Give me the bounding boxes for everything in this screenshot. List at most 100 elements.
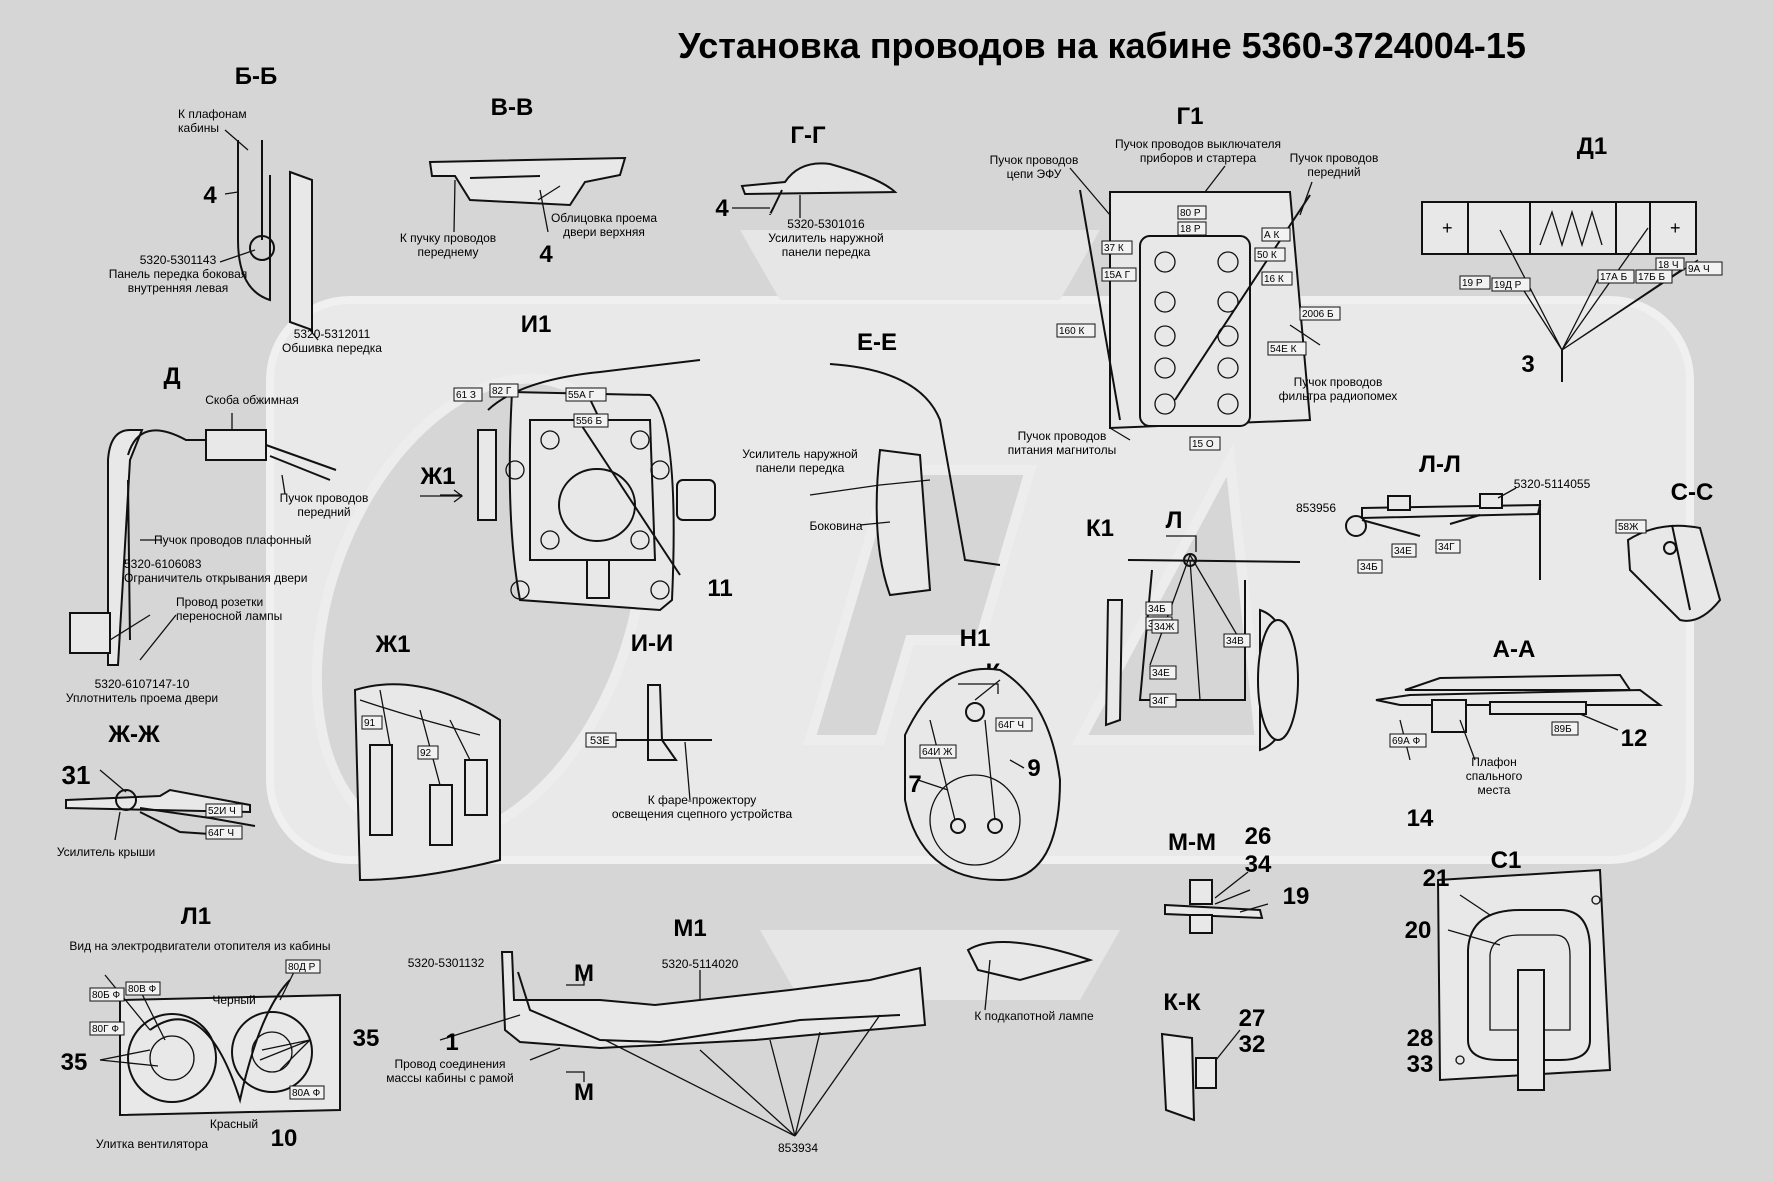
section-m1: М1: [673, 915, 706, 942]
n1-tags: 64Г Ч 64И Ж: [919, 717, 1033, 759]
tag-ii-53e: 53Е: [590, 735, 610, 747]
section-mm: М-М: [1168, 829, 1216, 856]
view-zhzh: [65, 769, 256, 841]
tag-l1-80v: 80В Ф: [128, 984, 157, 995]
label-ll-num: 853956: [1296, 501, 1336, 515]
section-k1: К1: [1086, 515, 1114, 542]
tag-g1-54e: 54Е К: [1270, 344, 1297, 355]
tag-d1-18: 18 Ч: [1658, 260, 1679, 271]
view-aa: [1375, 673, 1663, 761]
tag-g1-ak: А К: [1264, 230, 1279, 241]
label-ee-side: Боковина: [810, 519, 863, 533]
section-l: Л: [1166, 507, 1183, 534]
callout-d1: 3: [1521, 351, 1534, 378]
section-aa: А-А: [1493, 636, 1536, 663]
tag-g1-18: 18 Р: [1180, 224, 1201, 235]
view-m1: [439, 941, 1094, 1137]
view-zh1b: [353, 683, 501, 882]
section-kk: К-К: [1163, 989, 1201, 1016]
tag-n1-64g: 64Г Ч: [998, 720, 1024, 731]
tag-g1-15o: 15 О: [1192, 439, 1214, 450]
tag-g1-160: 160 К: [1059, 326, 1084, 337]
view-mm: [1164, 871, 1269, 934]
view-kk: [1160, 1029, 1241, 1122]
svg-text:+: +: [1442, 218, 1453, 238]
callout-c1-a: 21: [1423, 865, 1450, 892]
view-ee: [809, 363, 1001, 597]
k1-tags: 34Б 34Д 34В 34Е 34Г 34Ж: [1145, 601, 1251, 708]
section-zhzh: Ж-Ж: [107, 721, 160, 748]
tag-g1-50: 50 К: [1257, 250, 1277, 261]
label-m1-hood: К подкапотной лампе: [974, 1009, 1094, 1023]
tag-cc-58: 58Ж: [1618, 522, 1639, 533]
callout-vv: 4: [539, 241, 553, 268]
callout-kk-b: 32: [1239, 1031, 1266, 1058]
view-ll: [1345, 487, 1542, 580]
section-zh1a: Ж1: [419, 463, 455, 490]
tag-k1-34g: 34Г: [1152, 696, 1169, 707]
tag-d1-19: 19 Р: [1462, 278, 1483, 289]
section-ll: Л-Л: [1419, 451, 1461, 478]
section-ii: И-И: [631, 630, 674, 657]
label-l1-view: Вид на электродвигатели отопителя из каб…: [69, 939, 330, 953]
tag-k1-34e: 34Е: [1152, 668, 1170, 679]
callout-kk-a: 27: [1239, 1005, 1266, 1032]
cc-tags: 58Ж: [1615, 519, 1647, 534]
label-m1-p2: 5320-5114020: [662, 957, 739, 971]
tag-aa-69a: 69А Ф: [1392, 736, 1421, 747]
tag-k1-34zh: 34Ж: [1154, 622, 1175, 633]
callout-mm-a: 26: [1245, 823, 1272, 850]
callout-mm-c: 19: [1283, 883, 1310, 910]
callout-aa-b: 14: [1407, 805, 1434, 832]
tag-g1-37: 37 К: [1104, 243, 1124, 254]
tag-d1-17b: 17Б Б: [1638, 272, 1665, 283]
tag-zh-64: 64Г Ч: [208, 828, 234, 839]
callout-l1-a: 35: [61, 1049, 88, 1076]
callout-n1a: 7: [908, 771, 921, 798]
section-c1: С1: [1491, 847, 1522, 874]
label-m1-num: 853934: [778, 1141, 818, 1155]
label-d-clamp: Скоба обжимная: [205, 393, 299, 407]
i1-tags: 61 З 82 Г 55А Г 556 Б: [453, 383, 609, 428]
callout-zhzh: 31: [62, 760, 91, 790]
section-m-a: М: [574, 960, 594, 987]
tag-l1-80g: 80Г Ф: [92, 1024, 119, 1035]
ll-tags: 34Е 34Г 34Б: [1357, 539, 1461, 574]
callout-mm-b: 34: [1245, 851, 1272, 878]
zh1a-arrow: [420, 489, 464, 503]
section-d: Д: [163, 363, 180, 390]
tag-d1-17a: 17А Б: [1600, 272, 1628, 283]
tag-i1-82: 82 Г: [492, 386, 512, 397]
tag-g1-80: 80 Р: [1180, 208, 1201, 219]
section-m-b: М: [574, 1079, 594, 1106]
tag-zh-52: 52И Ч: [208, 806, 236, 817]
view-bb: [219, 129, 319, 341]
section-vv: В-В: [491, 94, 534, 121]
view-vv: [428, 156, 627, 233]
tag-k1-34b: 34Б: [1148, 604, 1166, 615]
page-title: Установка проводов на кабине 5360-372400…: [678, 25, 1526, 66]
view-k1: [1104, 553, 1301, 752]
section-bb: Б-Б: [235, 63, 278, 90]
section-l1: Л1: [181, 903, 211, 930]
tag-i1-556: 556 Б: [576, 416, 602, 427]
tag-l1-80a: 80А Ф: [292, 1088, 321, 1099]
tag-l1-80d: 80Д Р: [288, 962, 316, 973]
label-ll-part: 5320-5114055: [1514, 477, 1591, 491]
l1-tags: 80Б Ф 80В Ф 80Г Ф 80Д Р 80А Ф: [89, 959, 325, 1100]
view-c1: [1436, 868, 1612, 1091]
label-d-ceiling: Пучок проводов плафонный: [154, 533, 311, 547]
